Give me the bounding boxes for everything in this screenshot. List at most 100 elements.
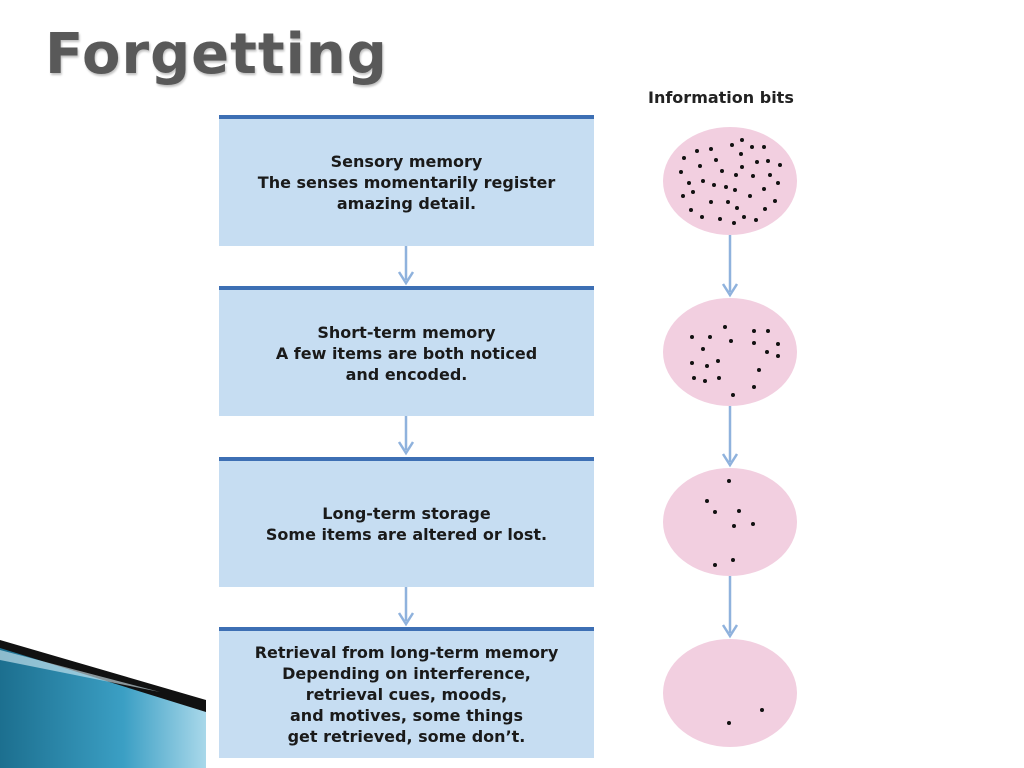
information-bit-dot: [708, 200, 713, 205]
information-bit-dot: [773, 198, 778, 203]
stage-short-term-memory: Short-term memory A few items are both n…: [219, 286, 594, 416]
stage-heading: Retrieval from long-term memory: [254, 643, 559, 662]
information-bit-dot: [701, 179, 706, 184]
information-bit-dot: [776, 354, 781, 359]
information-bit-dot: [717, 376, 722, 381]
information-bit-dot: [725, 200, 730, 205]
information-bit-dot: [750, 173, 755, 178]
information-bit-dot: [681, 194, 686, 199]
down-arrow-icon: [721, 576, 739, 639]
information-bits-circle-sensory: [663, 127, 797, 235]
information-bits-circle-retrieval: [663, 639, 797, 747]
information-bit-dot: [689, 361, 694, 366]
information-bit-dot: [713, 510, 718, 515]
stage-description-line: A few items are both noticed: [275, 343, 538, 363]
information-bit-dot: [714, 158, 719, 163]
information-bit-dot: [686, 180, 691, 185]
stage-description-line: and motives, some things: [290, 706, 523, 725]
information-bit-dot: [751, 384, 756, 389]
information-bit-dot: [765, 158, 770, 163]
slide-title: Forgetting: [45, 22, 388, 87]
information-bit-dot: [731, 393, 736, 398]
information-bit-dot: [749, 145, 754, 150]
information-bit-dot: [679, 169, 684, 174]
stage-heading: Short-term memory: [317, 322, 496, 342]
information-bit-dot: [730, 143, 735, 148]
down-arrow-icon: [721, 235, 739, 298]
information-bit-dot: [690, 334, 695, 339]
information-bits-label: Information bits: [648, 88, 794, 107]
information-bit-dot: [708, 334, 713, 339]
information-bit-dot: [712, 562, 717, 567]
information-bit-dot: [731, 220, 736, 225]
information-bit-dot: [727, 721, 732, 726]
information-bit-dot: [733, 187, 738, 192]
information-bit-dot: [751, 341, 756, 346]
information-bit-dot: [691, 190, 696, 194]
stage-long-term-storage: Long-term storage Some items are altered…: [219, 457, 594, 587]
information-bit-dot: [739, 152, 744, 157]
information-bit-dot: [709, 146, 714, 151]
information-bit-dot: [732, 523, 737, 528]
information-bit-dot: [704, 364, 709, 369]
down-arrow-icon: [397, 246, 415, 286]
information-bit-dot: [735, 206, 740, 211]
information-bit-dot: [698, 163, 703, 168]
stage-description-line: Some items are altered or lost.: [265, 525, 548, 544]
information-bit-dot: [682, 156, 687, 161]
information-bit-dot: [778, 162, 783, 167]
stage-heading: Long-term storage: [322, 504, 491, 523]
stage-description-line: get retrieved, some don’t.: [287, 727, 526, 746]
information-bit-dot: [751, 328, 756, 333]
information-bit-dot: [726, 478, 731, 483]
stage-description-line: and encoded.: [345, 364, 468, 384]
information-bit-dot: [764, 350, 769, 354]
information-bit-dot: [733, 172, 738, 177]
down-arrow-icon: [721, 406, 739, 468]
information-bit-dot: [748, 193, 753, 198]
information-bit-dot: [700, 215, 705, 220]
information-bit-dot: [751, 522, 756, 527]
information-bit-dot: [761, 187, 766, 192]
information-bit-dot: [723, 185, 728, 190]
information-bits-circle-long-term: [663, 468, 797, 576]
information-bit-dot: [717, 217, 722, 222]
information-bit-dot: [691, 376, 696, 381]
information-bit-dot: [703, 379, 708, 384]
stage-retrieval: Retrieval from long-term memory Dependin…: [219, 627, 594, 758]
information-bit-dot: [742, 215, 747, 220]
down-arrow-icon: [397, 416, 415, 456]
information-bit-dot: [754, 217, 759, 222]
information-bit-dot: [740, 137, 745, 142]
slide-corner-decoration: [0, 640, 206, 768]
information-bit-dot: [701, 347, 706, 352]
information-bit-dot: [757, 368, 762, 372]
information-bit-dot: [765, 329, 770, 334]
information-bit-dot: [715, 359, 720, 364]
stage-sensory-memory: Sensory memory The senses momentarily re…: [219, 115, 594, 246]
stage-description-line: retrieval cues, moods,: [305, 685, 508, 704]
information-bit-dot: [762, 145, 767, 150]
down-arrow-icon: [397, 587, 415, 627]
information-bit-dot: [760, 708, 765, 713]
information-bit-dot: [754, 160, 759, 165]
information-bit-dot: [768, 173, 773, 178]
information-bit-dot: [737, 508, 742, 513]
information-bit-dot: [762, 206, 767, 211]
information-bit-dot: [719, 168, 724, 173]
information-bit-dot: [775, 341, 780, 346]
information-bit-dot: [739, 164, 744, 169]
information-bit-dot: [730, 557, 735, 562]
information-bit-dot: [728, 338, 733, 343]
stage-heading: Sensory memory: [330, 152, 483, 171]
information-bit-dot: [712, 183, 717, 188]
stage-description-line: amazing detail.: [336, 194, 477, 213]
information-bit-dot: [775, 181, 780, 186]
information-bit-dot: [704, 499, 709, 504]
stage-description-line: Depending on interference,: [282, 664, 531, 683]
information-bit-dot: [723, 325, 728, 330]
information-bit-dot: [688, 208, 693, 213]
information-bits-circle-short-term: [663, 298, 797, 406]
stage-description-line: The senses momentarily register: [257, 173, 556, 192]
information-bit-dot: [694, 148, 699, 153]
